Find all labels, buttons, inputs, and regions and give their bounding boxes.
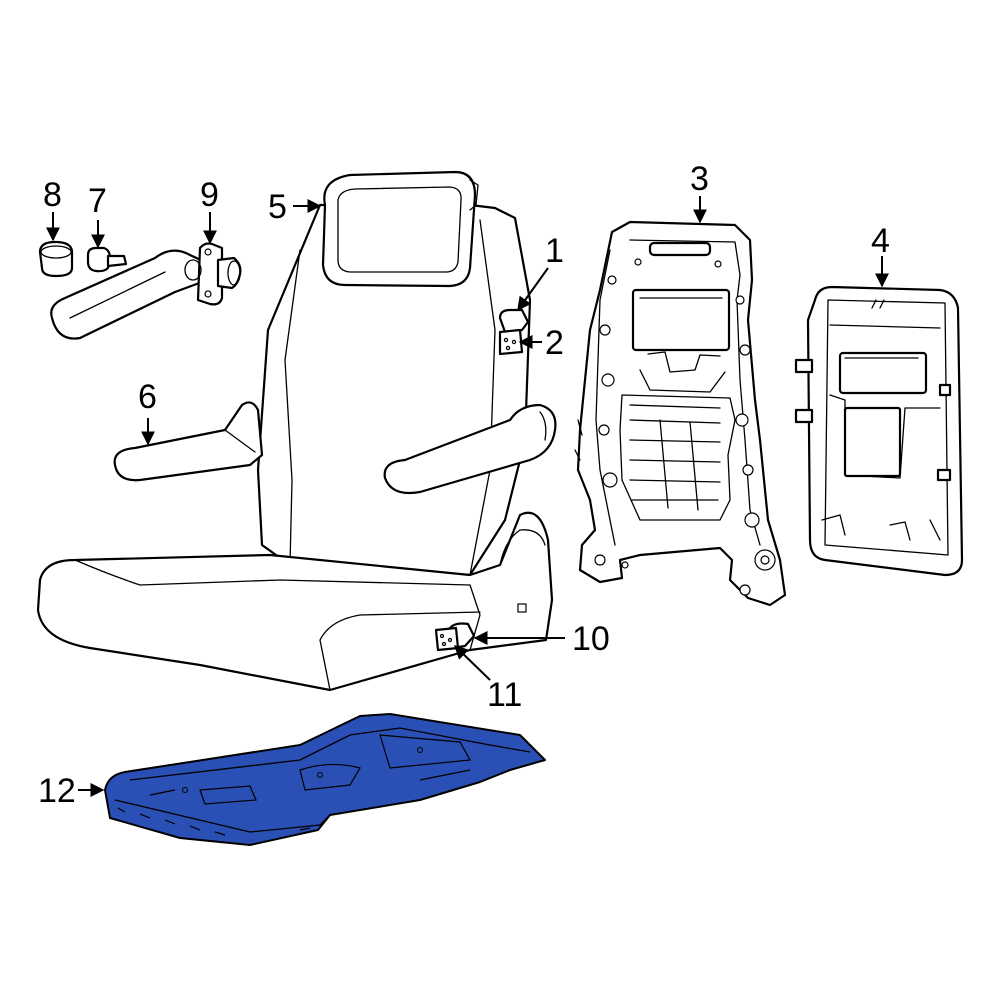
callout-2: 2	[545, 324, 564, 362]
seat-back-frame-part-3[interactable]	[574, 220, 787, 607]
bolt-part-7[interactable]	[86, 246, 128, 273]
callout-4: 4	[871, 222, 890, 260]
callout-7: 7	[88, 182, 107, 220]
seat-pan-part-12[interactable]	[104, 713, 546, 846]
callout-9: 9	[200, 176, 219, 214]
hinge-cover-part-1[interactable]	[498, 308, 530, 334]
seat-back	[256, 203, 532, 577]
cap-part-8[interactable]	[38, 240, 74, 278]
armrest-right[interactable]	[383, 403, 557, 495]
back-panel-part-4[interactable]	[794, 285, 964, 577]
hinge-bracket-part-2[interactable]	[498, 328, 524, 356]
armrest-hardware	[38, 240, 242, 340]
callout-5: 5	[268, 188, 287, 226]
seat-cushion	[36, 511, 554, 692]
armrest-part-9[interactable]	[50, 242, 242, 340]
callout-8: 8	[43, 176, 62, 214]
callout-12: 12	[38, 772, 76, 810]
callout-arrows	[46, 196, 889, 797]
callout-11: 11	[487, 676, 522, 714]
seat-assembly	[36, 170, 557, 692]
callout-3: 3	[690, 160, 709, 198]
callout-1: 1	[545, 232, 564, 270]
callout-labels: 1 2 3 4 5 6 7 8 9 10 11 12	[38, 160, 890, 810]
callout-10: 10	[572, 620, 610, 658]
armrest-left[interactable]	[113, 401, 264, 482]
callout-6: 6	[138, 378, 157, 416]
headrest[interactable]	[321, 170, 477, 288]
